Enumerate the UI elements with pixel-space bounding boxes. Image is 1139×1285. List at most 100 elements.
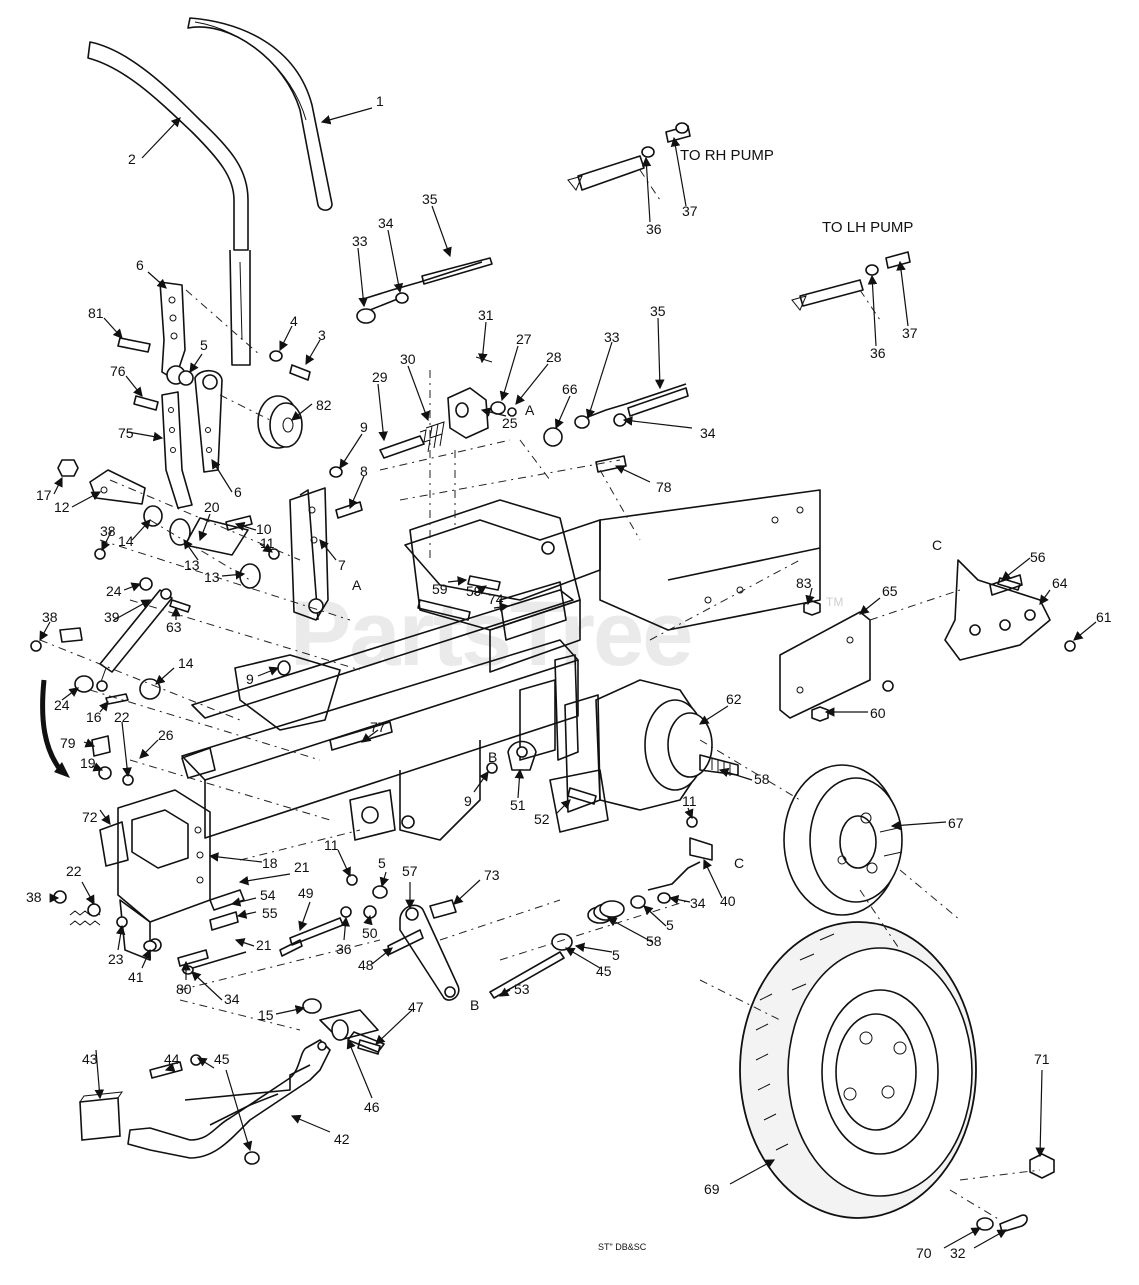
pin-32 <box>999 1214 1028 1233</box>
callout: 44 <box>164 1051 180 1067</box>
callout: 5 <box>378 855 386 871</box>
callout: 80 <box>176 981 192 997</box>
gas-spring-39 <box>96 588 173 692</box>
callout: 33 <box>604 329 620 345</box>
rod-end-33 <box>369 297 401 311</box>
nut-11-lower <box>346 874 358 886</box>
callout: 81 <box>88 305 104 321</box>
callout: 22 <box>114 709 130 725</box>
nut-45a <box>190 1054 202 1066</box>
washer-5-lower <box>372 885 388 899</box>
linkage-64 <box>944 559 1076 661</box>
bolt-8 <box>335 501 363 519</box>
link-26 <box>181 747 216 779</box>
rod-end-40 <box>689 837 713 861</box>
ref-b-2: B <box>470 997 479 1013</box>
bracket-51 <box>507 740 537 771</box>
callout: 10 <box>256 521 272 537</box>
rod-35-left <box>359 261 483 301</box>
callout: 73 <box>484 867 500 883</box>
nut-38-a <box>94 548 106 560</box>
callout-numbers: 1 2 6 81 4 3 5 76 75 82 17 12 6 38 14 20… <box>26 93 1112 1261</box>
callout: 56 <box>1030 549 1046 565</box>
bracket-25 <box>447 387 489 439</box>
pin-15 <box>302 998 322 1014</box>
callout: 26 <box>158 727 174 743</box>
bolt-53 <box>489 951 565 999</box>
callout: 17 <box>36 487 52 503</box>
bushing-14 <box>139 678 161 700</box>
pin-47 <box>357 1039 381 1055</box>
nut-45 <box>551 933 573 951</box>
bolt-80 <box>177 949 209 967</box>
callout: 38 <box>26 889 42 905</box>
watermark-tm: TM <box>826 595 843 609</box>
callout: 60 <box>870 705 886 721</box>
callout: 45 <box>596 963 612 979</box>
callout: 59 <box>432 581 448 597</box>
callout: 82 <box>316 397 332 413</box>
callout: 43 <box>82 1051 98 1067</box>
ref-c-1: C <box>932 537 942 553</box>
callout: 40 <box>720 893 736 909</box>
callout: 8 <box>360 463 368 479</box>
plate-65 <box>779 611 894 719</box>
callout: 57 <box>402 863 418 879</box>
callout: 35 <box>422 191 438 207</box>
ref-a-1: A <box>525 402 535 418</box>
callout: 16 <box>86 709 102 725</box>
pad-43 <box>79 1091 124 1141</box>
callout: 64 <box>1052 575 1068 591</box>
callout: 11 <box>682 793 697 809</box>
rod-29 <box>379 435 425 459</box>
callout: 75 <box>118 425 134 441</box>
spring-58 <box>587 900 625 924</box>
callout: 55 <box>262 905 278 921</box>
nut-9-top <box>329 466 343 478</box>
nut-22b <box>87 903 101 917</box>
ref-a-2: A <box>352 577 362 593</box>
callout: 27 <box>516 331 532 347</box>
callout: 38 <box>100 523 116 539</box>
ref-b-1: B <box>488 749 497 765</box>
callout: 20 <box>204 499 220 515</box>
callout: 59 <box>466 583 482 599</box>
bolt-21 <box>209 889 245 911</box>
callout: 5 <box>666 917 674 933</box>
bracket-12 <box>57 459 146 505</box>
pivot-arm-6 <box>159 281 186 385</box>
link-21 <box>279 939 303 957</box>
callout: 45 <box>214 1051 230 1067</box>
washer-4 <box>269 350 283 362</box>
callout: 5 <box>200 337 208 353</box>
callout: 22 <box>66 863 82 879</box>
nut-22 <box>122 774 134 786</box>
callout: 37 <box>682 203 698 219</box>
callout: 46 <box>364 1099 380 1115</box>
clip-23 <box>116 916 128 928</box>
alignment-lines <box>39 169 1041 1221</box>
callout: 13 <box>184 557 200 573</box>
callout: 78 <box>656 479 672 495</box>
callout: 36 <box>646 221 662 237</box>
callout: 6 <box>136 257 144 273</box>
callout: 23 <box>108 951 124 967</box>
callout: 77 <box>370 719 386 735</box>
callout: 41 <box>128 969 144 985</box>
callout: 76 <box>110 363 126 379</box>
callout: 19 <box>80 755 96 771</box>
nut-28 <box>507 407 517 417</box>
callout: 25 <box>502 415 518 431</box>
nut-38-b <box>30 640 42 652</box>
callout: 34 <box>690 895 706 911</box>
nut-9-lower <box>486 762 498 774</box>
bolt-10 <box>225 515 253 531</box>
nut-83 <box>803 600 821 616</box>
nut-36 <box>340 906 352 918</box>
bushing-24 <box>74 675 94 693</box>
callout: 33 <box>352 233 368 249</box>
callout: 18 <box>262 855 278 871</box>
callout: 71 <box>1034 1051 1050 1067</box>
callout: 58 <box>646 933 662 949</box>
